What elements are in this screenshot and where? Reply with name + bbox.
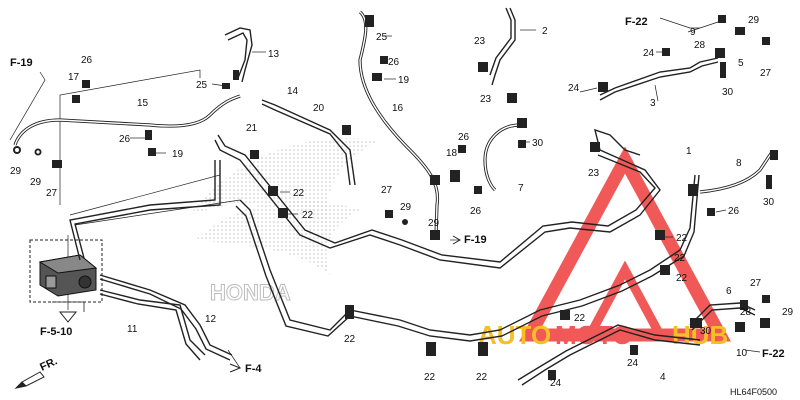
label-24-c: 24 [627,358,639,369]
watermark-moto: MOTO [555,320,633,350]
label-12: 12 [205,314,217,325]
label-24-b: 24 [643,48,655,59]
label-25-b: 25 [376,32,388,43]
arrows [14,235,462,389]
label-13: 13 [268,49,280,60]
label-22-a: 22 [293,188,305,199]
label-21: 21 [246,123,258,134]
label-1: 1 [686,146,692,157]
label-23-b: 23 [480,94,492,105]
label-22-h: 22 [674,253,686,264]
label-4: 4 [660,372,666,383]
label-27-c: 27 [760,68,772,79]
label-2: 2 [542,26,548,37]
label-8: 8 [736,158,742,169]
label-11: 11 [127,324,138,335]
label-9: 9 [690,27,696,38]
label-23-c: 23 [588,168,600,179]
label-30-d: 30 [700,326,712,337]
ref-f4: F-4 [245,363,262,375]
brake-pipes [13,7,774,386]
label-16: 16 [392,103,404,114]
label-27-b: 27 [381,185,393,196]
ref-f5-10: F-5-10 [40,326,72,338]
abs-modulator [29,239,103,303]
label-26-c: 26 [388,57,400,68]
label-27-d: 27 [750,278,762,289]
label-19-left: 19 [172,149,184,160]
label-5: 5 [738,58,744,69]
label-29-b: 29 [30,177,42,188]
label-6: 6 [726,286,732,297]
label-22-g: 22 [676,233,688,244]
label-30-a: 30 [532,138,544,149]
label-29-a: 29 [10,166,22,177]
diagram-code: HL64F0500 [730,387,777,397]
label-26-b: 26 [119,134,131,145]
label-23-a: 23 [474,36,486,47]
label-28-b: 28 [740,307,752,318]
label-30-c: 30 [763,197,775,208]
fittings [13,15,778,380]
honda-wing-watermark: HONDA [190,138,380,306]
label-22-c: 22 [344,334,356,345]
label-22-i: 22 [676,273,688,284]
label-27-a: 27 [46,188,58,199]
label-17: 17 [68,72,80,83]
label-19-right: 19 [398,75,410,86]
watermark-auto: AUTO [478,320,551,350]
ref-f22-bottom: F-22 [762,348,785,360]
ref-f19-top: F-19 [10,57,33,69]
label-29-e: 29 [748,15,760,26]
ref-front: FR. [38,355,59,373]
ref-f19-mid: F-19 [464,234,487,246]
label-26-d: 26 [458,132,470,143]
label-leaders [130,21,727,238]
label-25-a: 25 [196,80,208,91]
label-15: 15 [137,98,149,109]
label-30-b: 30 [722,87,734,98]
label-22-d: 22 [424,372,436,383]
label-22-f: 22 [574,313,586,324]
automotohub-watermark: AUTO MOTO HUB [478,146,731,350]
label-10: 10 [736,348,748,359]
label-20: 20 [313,103,325,114]
label-7: 7 [518,183,524,194]
label-26-a: 26 [81,55,93,66]
label-22-e: 22 [476,372,488,383]
label-24-d: 24 [550,378,562,389]
label-28-a: 28 [694,40,706,51]
label-3: 3 [650,98,656,109]
label-22-b: 22 [302,210,314,221]
label-26-f: 26 [728,206,740,217]
honda-watermark-text: HONDA [210,280,291,305]
label-18: 18 [446,148,458,159]
label-24-a: 24 [568,83,580,94]
part-labels: 1 2 3 4 5 6 7 8 9 10 11 12 13 14 15 16 1… [10,15,794,389]
label-26-e: 26 [470,206,482,217]
ref-f22-top: F-22 [625,16,648,28]
label-14: 14 [287,86,299,97]
label-29-d: 29 [428,218,440,229]
label-29-c: 29 [400,202,412,213]
label-29-f: 29 [782,307,794,318]
